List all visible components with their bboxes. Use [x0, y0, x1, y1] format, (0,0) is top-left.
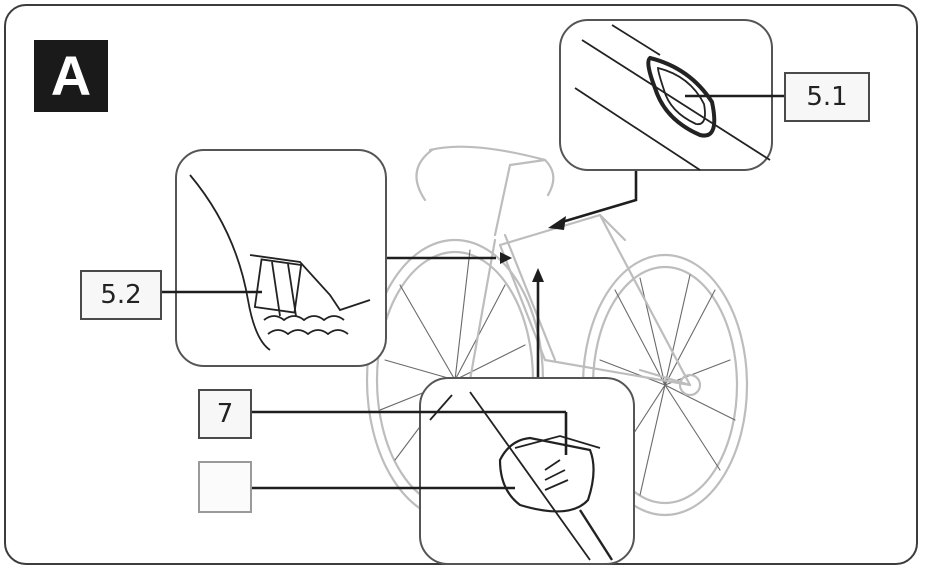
detail-panel-5-2	[160, 149, 387, 367]
arrow-head	[548, 216, 566, 230]
callout-5-2: 5.2	[80, 270, 162, 320]
leader-lines	[386, 170, 638, 378]
callout-7: 7	[198, 389, 252, 439]
figure-label: A	[34, 40, 108, 112]
callout-blank	[198, 461, 252, 513]
callout-5-1: 5.1	[784, 72, 870, 122]
arrow-head	[500, 252, 512, 264]
detail-panel-7	[250, 377, 635, 565]
detail-panel-5-1	[559, 19, 786, 171]
arrow-head	[532, 268, 544, 282]
